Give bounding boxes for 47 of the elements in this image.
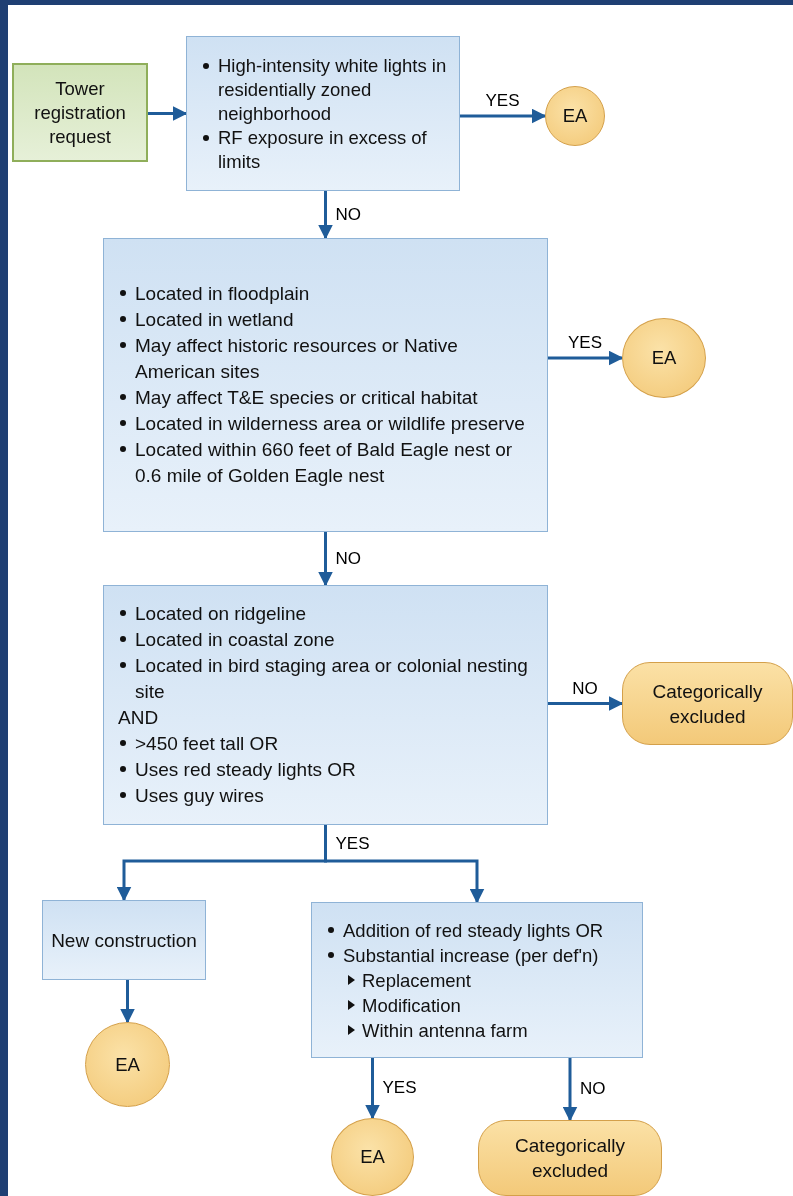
node-label: EA xyxy=(360,1146,385,1168)
list-item: High-intensity white lights in residentially zoned neighborhood xyxy=(218,53,448,126)
list-item: RF exposure in excess of limits xyxy=(218,125,428,174)
list-item: Located in wilderness area or wildlife preserve xyxy=(135,412,525,436)
list-item: Addition of red steady lights OR xyxy=(343,918,604,943)
start-box xyxy=(12,63,148,162)
node-label: Categorically excluded xyxy=(651,679,764,729)
list-item: Uses guy wires xyxy=(135,784,264,808)
arrow xyxy=(120,980,135,1024)
arrow xyxy=(460,108,547,124)
list-item: Replacement xyxy=(362,968,471,993)
list-item: Located in bird staging area or colonial nesting site xyxy=(135,654,529,704)
node-label: Tower registration request xyxy=(33,76,127,149)
arrow xyxy=(324,825,485,904)
criteria-box xyxy=(311,902,643,1058)
connector-word: AND xyxy=(118,706,159,730)
list-item: May affect T&E species or critical habitat xyxy=(135,386,478,410)
arrow xyxy=(548,350,624,366)
criteria-box xyxy=(103,585,548,825)
list-item: Substantial increase (per def'n) xyxy=(343,943,599,968)
arrow xyxy=(365,1058,380,1120)
list-item: May affect historic resources or Native American sites xyxy=(135,334,459,384)
list-item: Located in coastal zone xyxy=(135,628,335,652)
node-label: New construction xyxy=(51,928,197,953)
outcome-terminal xyxy=(478,1120,662,1196)
list-item: Located within 660 feet of Bald Eagle nest or 0.6 mile of Golden Eagle nest xyxy=(135,438,514,488)
list-item: Located in wetland xyxy=(135,308,294,332)
arrow xyxy=(318,532,333,587)
list-item: Located in floodplain xyxy=(135,282,310,306)
arrow xyxy=(318,191,333,240)
process-box xyxy=(42,900,206,980)
criteria-box xyxy=(103,238,548,532)
node-label: EA xyxy=(115,1053,140,1076)
list-item: Within antenna farm xyxy=(362,1018,528,1043)
list-item: Modification xyxy=(362,993,461,1018)
node-label: Categorically excluded xyxy=(514,1134,626,1183)
arrow xyxy=(548,696,624,711)
node-label: EA xyxy=(562,105,588,127)
outcome-terminal xyxy=(622,662,793,745)
list-item: >450 feet tall OR xyxy=(135,732,279,756)
criteria-box xyxy=(186,36,460,191)
arrow xyxy=(562,1058,578,1122)
node-label: EA xyxy=(651,347,677,369)
list-item: Uses red steady lights OR xyxy=(135,758,356,782)
list-item: Located on ridgeline xyxy=(135,602,307,626)
outcome-circle xyxy=(545,86,605,146)
arrow xyxy=(148,106,188,121)
